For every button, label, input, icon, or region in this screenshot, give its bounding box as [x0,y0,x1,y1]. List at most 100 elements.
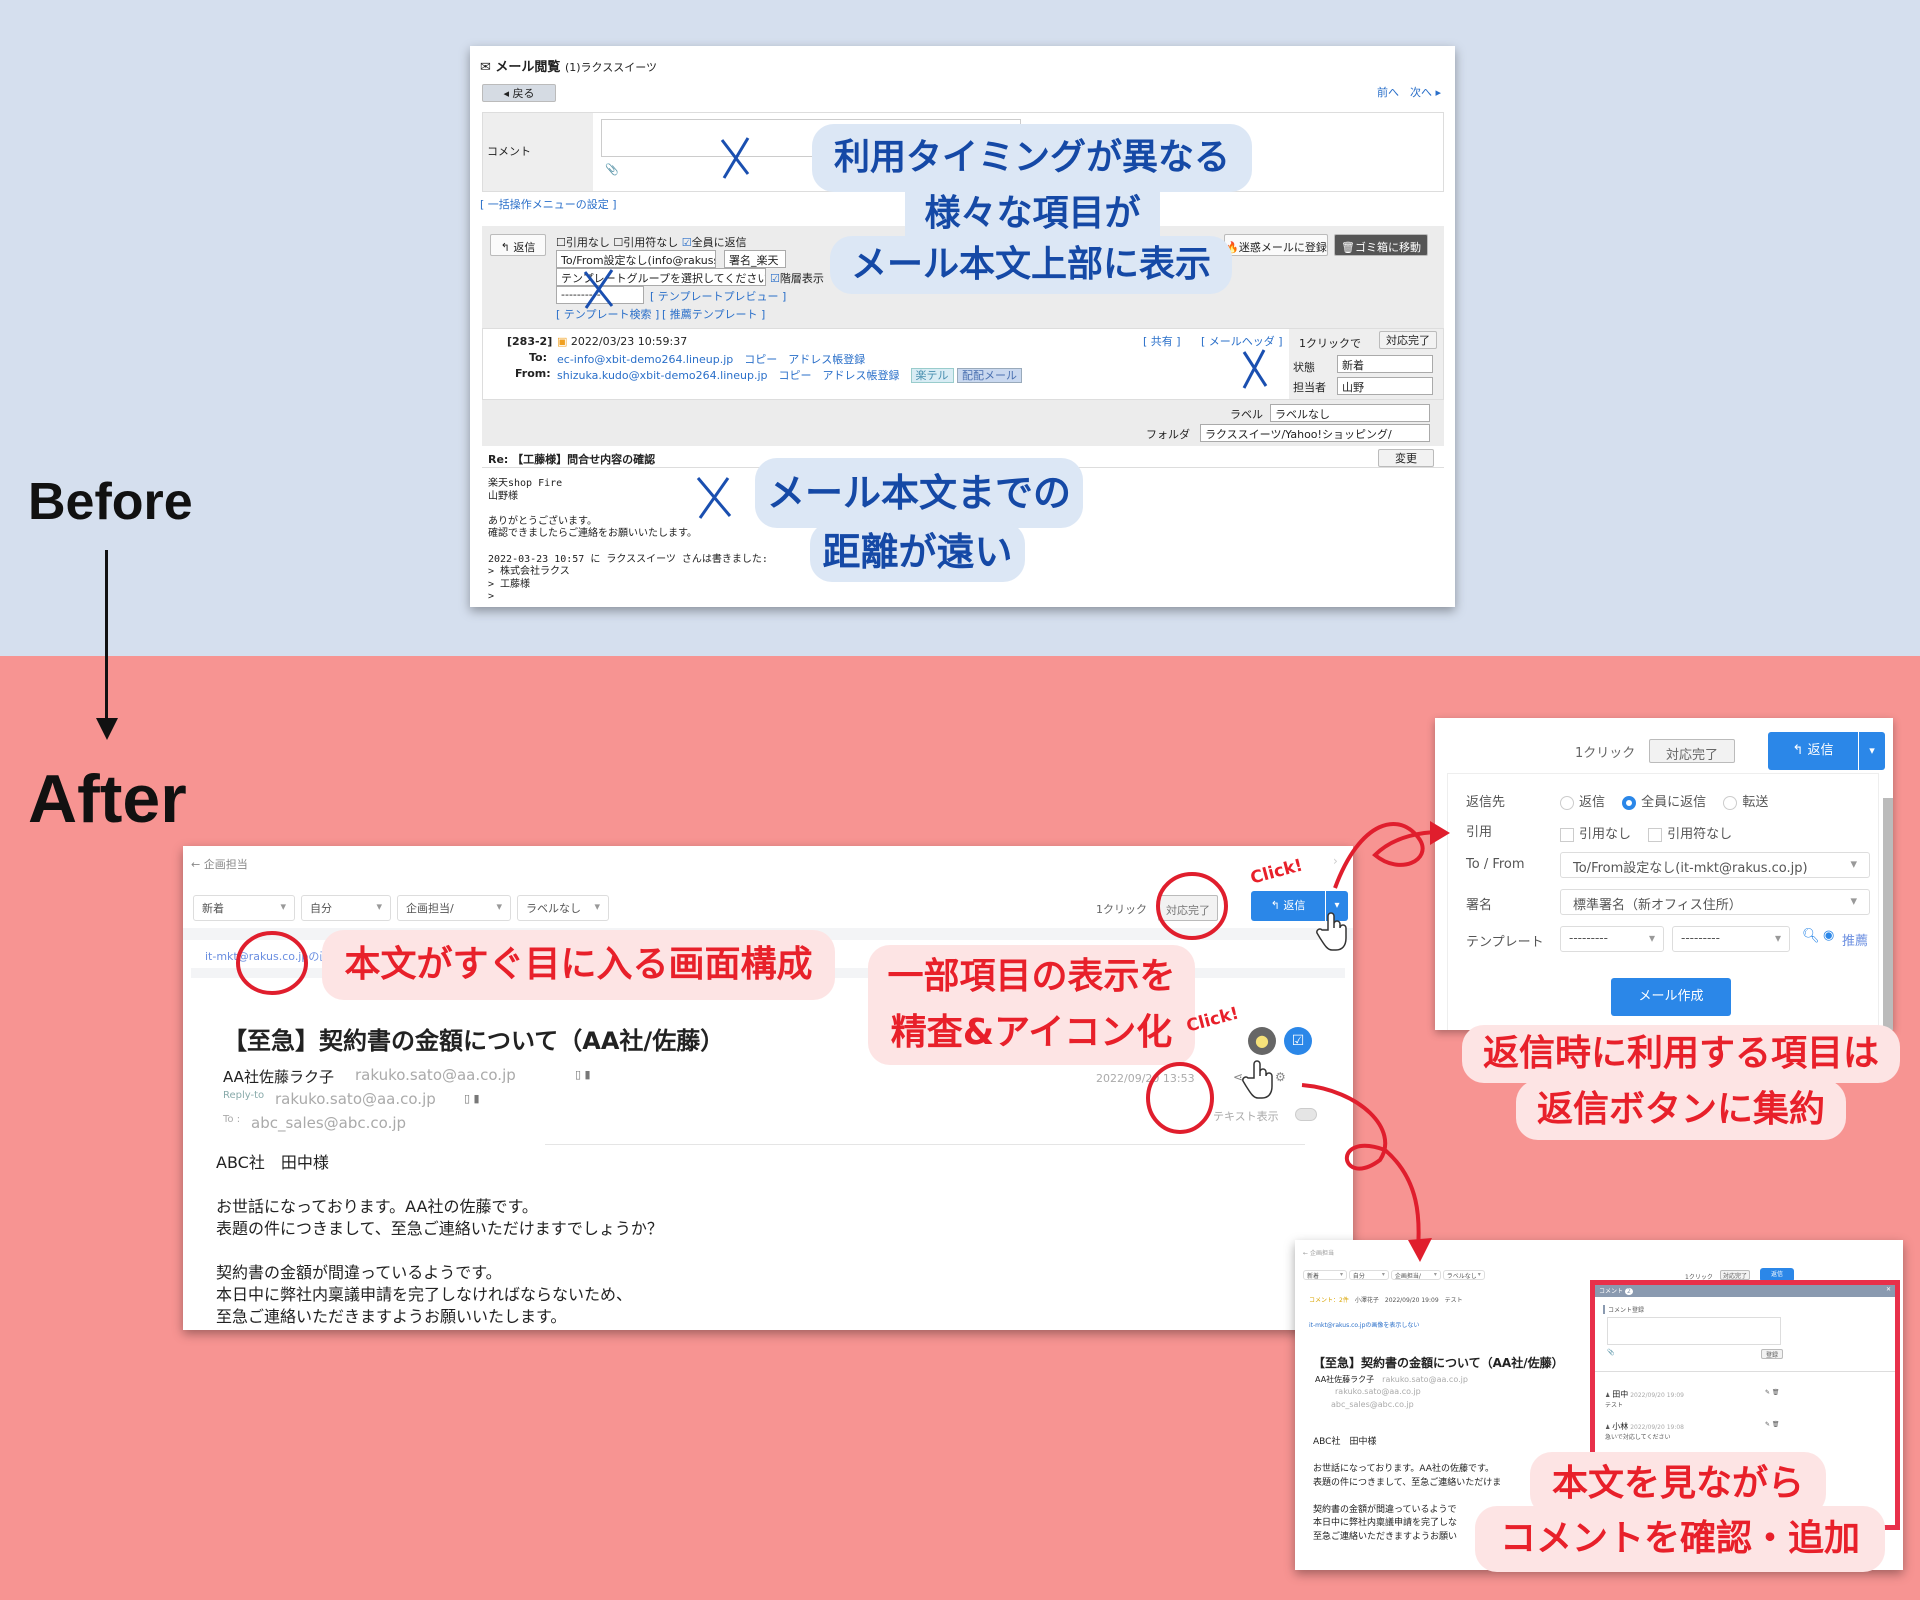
change-button[interactable]: 変更 [1378,449,1434,467]
mini-label-filter[interactable]: ラベルなし [1442,1270,1485,1280]
recommended-template-link[interactable]: [ 推薦テンプレート ] [662,308,766,321]
reply-button[interactable]: ↰ 返信 [1251,891,1325,921]
no-quote-mark-option[interactable]: 引用符なし [623,236,679,249]
next-icon[interactable]: › [1333,854,1338,868]
mini-image-link[interactable]: it-mkt@rakus.co.jpの画像を表示しない [1309,1322,1420,1329]
mini-folder-filter[interactable]: 企画担当/ [1390,1270,1441,1280]
dest-reply-radio[interactable]: 返信 [1560,795,1605,810]
to-copy-link[interactable]: コピー [744,353,778,366]
datetime-text: 2022/03/23 10:59:37 [570,335,688,348]
attach-icon[interactable]: 📎 [605,163,619,176]
to-addressbook-link[interactable]: アドレス帳登録 [788,353,866,366]
template-select-1[interactable]: --------- [1560,926,1664,952]
mini-breadcrumb[interactable]: ← 企画担当 [1303,1250,1334,1257]
template-preview-link[interactable]: [ テンプレートプレビュー ] [650,290,787,303]
rakuten-tag[interactable]: 楽テル [910,368,954,383]
status-panel: 1クリックで 対応完了 状態 新着 担当者 山野 [1289,329,1443,399]
done-button[interactable]: 対応完了 [1379,331,1437,349]
to-address[interactable]: ec-info@xbit-demo264.lineup.jp [557,353,734,366]
comment-icon[interactable]: ● [1248,1027,1276,1055]
signature-select[interactable]: 標準署名（新オフィス住所） [1560,889,1870,915]
mini-status-filter[interactable]: 新着 [1303,1270,1347,1280]
mini-one-click: 1クリック [1685,1274,1713,1281]
search-icon[interactable]: 🔍︎ [1802,928,1820,944]
trash-button[interactable]: 🗑ゴミ箱に移動 [1334,234,1428,256]
envelope-icon: ▣ [557,335,568,348]
folder-filter[interactable]: 企画担当/ [397,895,511,921]
body-line: > [488,591,495,603]
no-quote-mark-checkbox[interactable]: 引用符なし [1648,827,1732,842]
reply-button[interactable]: ↰ 返信 [1768,732,1858,770]
comment-panel-header: コメント 2✕ [1595,1285,1895,1297]
mail-datetime: ▣ 2022/03/23 10:59:37 [557,335,687,348]
reply-all-option[interactable]: 全員に返信 [691,236,747,249]
breadcrumb[interactable]: ← 企画担当 [191,856,248,872]
folder-select[interactable]: ラクススイーツ/Yahoo!ショッピング/ [1200,424,1430,442]
share-link[interactable]: [ 共有 ] [1143,335,1181,348]
settings-icon[interactable]: ⚙ [1275,1070,1286,1084]
back-button[interactable]: ◂ 戻る [482,84,556,102]
done-button[interactable]: 対応完了 [1649,739,1735,763]
bulk-menu-link[interactable]: [ 一括操作メニューの設定 ] [480,198,617,211]
haihai-tag[interactable]: 配配メール [957,368,1022,383]
mail-header-link[interactable]: [ メールヘッダ ] [1201,335,1283,348]
prev-link[interactable]: 前へ [1376,86,1399,99]
comment-edit-delete-icons[interactable]: ✎ 🗑 [1765,1389,1780,1396]
from-address[interactable]: shizuka.kudo@xbit-demo264.lineup.jp [557,369,768,382]
template-select[interactable]: ---------- [556,286,644,304]
next-link[interactable]: 次へ [1409,86,1432,99]
owner-filter[interactable]: 自分 [301,895,391,921]
status-filter[interactable]: 新着 [193,895,295,921]
compose-mail-button[interactable]: メール作成 [1611,978,1731,1016]
preview-icon[interactable]: ◉ [1823,928,1835,943]
hierarchy-checkbox[interactable]: ☑階層表示 [770,272,824,285]
text-view-toggle[interactable] [1295,1108,1317,1121]
no-quote-checkbox[interactable]: 引用なし [1560,827,1631,842]
dest-label: 返信先 [1466,795,1506,810]
replyto-copy-icons[interactable]: ▯ ▮ [464,1092,480,1105]
before-label: Before [28,473,193,531]
comment-edit-delete-icons[interactable]: ✎ 🗑 [1765,1421,1780,1428]
dest-reply-all-radio[interactable]: 全員に返信 [1622,795,1706,810]
recommend-link[interactable]: 推薦 [1842,934,1869,949]
mini-owner-filter[interactable]: 自分 [1348,1270,1389,1280]
status-select[interactable]: 新着 [1337,355,1433,373]
dest-reply-all-label: 全員に返信 [1641,795,1707,810]
sender-email[interactable]: rakuko.sato@aa.co.jp [355,1066,516,1084]
owner-select[interactable]: 山野 [1337,377,1433,395]
body-line: > 工藤様 [488,578,531,590]
body-line: ABC社 田中様 [1313,1437,1377,1447]
task-check-icon[interactable]: ☑ [1284,1027,1312,1055]
signature-select[interactable]: 署名_楽天 [724,250,786,268]
template-search-link[interactable]: [ テンプレート検索 ] [556,308,660,321]
replyto-email[interactable]: rakuko.sato@aa.co.jp [275,1090,436,1108]
body-line: ありがとうございます。 [488,515,597,527]
tofrom-select[interactable]: To/From設定なし(it-mkt@rakus.co.jp) [1560,852,1870,878]
copy-address-icons[interactable]: ▯ ▮ [575,1068,591,1081]
label-select[interactable]: ラベルなし [1270,404,1430,422]
template-label: テンプレート [1466,935,1544,950]
comment-register-button[interactable]: 登録 [1761,1349,1783,1359]
attach-icon[interactable]: 📎 [1607,1349,1615,1356]
mini-done-button[interactable]: 対応完了 [1720,1270,1750,1280]
done-button[interactable]: 対応完了 [1158,895,1218,921]
reply-dropdown-button[interactable]: ▾ [1859,732,1885,770]
spam-button[interactable]: 🔥迷惑メールに登録 [1224,234,1328,256]
dest-forward-radio[interactable]: 転送 [1723,795,1768,810]
mini-latest-text: テスト [1444,1297,1463,1304]
from-addressbook-link[interactable]: アドレス帳登録 [822,369,900,382]
template-select-2[interactable]: --------- [1672,926,1790,952]
mini-reply-button[interactable]: 返信 [1760,1268,1794,1282]
share-icon[interactable]: ⋖ [1233,1070,1244,1084]
mini-comment-count[interactable]: コメント：2件 [1309,1297,1349,1304]
no-quote-option[interactable]: 引用なし [565,236,610,249]
to-email[interactable]: abc_sales@abc.co.jp [251,1114,407,1132]
from-copy-link[interactable]: コピー [778,369,812,382]
tofrom-select[interactable]: To/From設定なし(info@rakuss.co.jp) [556,250,716,268]
reply-button[interactable]: ↰ 返信 [490,234,546,256]
label-filter[interactable]: ラベルなし [517,895,609,921]
callout-reply-items: 返信時に利用する項目は [1462,1025,1900,1083]
scrollbar[interactable] [1883,798,1893,1030]
close-icon[interactable]: ✕ [1885,1286,1891,1293]
comment-input[interactable] [1607,1317,1781,1345]
